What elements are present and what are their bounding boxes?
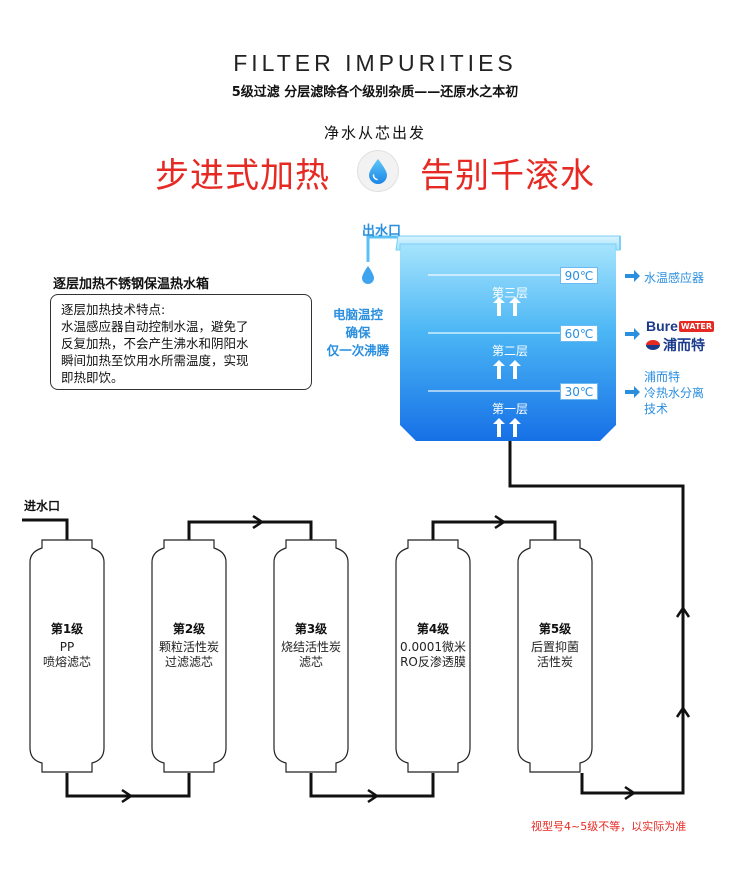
filter-stage-desc: 烧结活性炭 滤芯: [276, 640, 346, 670]
page-title: FILTER IMPURITIES: [233, 50, 517, 76]
desc-line: 喷熔滤芯: [42, 655, 91, 669]
up-arrows-layer-2: [493, 360, 521, 379]
arrow-right-icon: [367, 788, 380, 804]
arrow-right-icon: [252, 514, 265, 530]
headline-left: 步进式加热: [155, 156, 330, 196]
arrow-right-icon: [625, 270, 640, 282]
outlet-label: 出水口: [362, 224, 402, 239]
pipe-3-4: [309, 773, 435, 798]
control-line: 电脑温控: [332, 307, 383, 322]
control-line: 确保: [345, 325, 371, 340]
features-line: 水温感应器自动控制水温，避免了: [61, 319, 249, 334]
return-pipe: [508, 441, 685, 795]
brand-prefix: Bure: [646, 318, 678, 334]
arrow-right-icon: [625, 386, 640, 398]
arrow-right-icon: [121, 788, 134, 804]
inlet-pipe: [22, 518, 69, 540]
control-line: 仅一次沸腾: [326, 343, 390, 358]
desc-line: 烧结活性炭: [280, 640, 341, 654]
arrow-right-icon: [494, 514, 507, 530]
temp-badge-30: 30℃: [560, 383, 598, 400]
temp-badge-90: 90℃: [560, 267, 598, 284]
flag-icon: [646, 340, 660, 350]
pipe-2-3: [187, 520, 313, 540]
page-subtitle: 5级过滤 分层滤除各个级别杂质——还原水之本初: [231, 85, 519, 100]
footnote: 视型号4~5级不等，以实际为准: [531, 820, 687, 833]
filter-stage-number: 第4级: [416, 622, 450, 636]
layer-label-3: 第三层: [491, 286, 528, 300]
filter-stage-number: 第3级: [294, 622, 328, 636]
desc-line: PP: [59, 640, 75, 654]
filter-stage-number: 第5级: [538, 622, 572, 636]
filter-cartridge-2: [151, 539, 227, 773]
filter-stage-desc: 颗粒活性炭 过滤滤芯: [154, 640, 224, 670]
brand-cn: 浦而特: [663, 338, 705, 354]
brand-logo: Bure WATER 浦而特: [646, 318, 720, 355]
desc-line: 过滤滤芯: [164, 655, 213, 669]
features-box: 逐层加热技术特点: 水温感应器自动控制水温，避免了 反复加热，不会产生沸水和阴阳…: [50, 294, 312, 390]
outlet-pipe: [366, 235, 402, 262]
up-arrows-layer-1: [493, 418, 521, 437]
tech-line: 冷热水分离: [644, 386, 705, 400]
inlet-label: 进水口: [24, 499, 61, 513]
arrow-right-icon: [624, 785, 637, 801]
filter-cartridge-3: [273, 539, 349, 773]
pipe-1-2: [65, 773, 191, 798]
desc-line: 活性炭: [536, 655, 573, 669]
outlet-drop-icon: [362, 266, 374, 284]
tech-label: 浦而特 冷热水分离 技术: [644, 369, 704, 417]
headline-right: 告别千滚水: [420, 156, 595, 196]
features-line: 瞬间加热至饮用水所需温度，实现: [61, 353, 249, 368]
brand-badge: WATER: [678, 320, 715, 332]
arrow-right-icon: [625, 328, 640, 340]
layer-label-1: 第一层: [491, 402, 528, 416]
tech-line: 技术: [644, 402, 669, 416]
filter-stage-number: 第1级: [50, 622, 84, 636]
temp-badge-60: 60℃: [560, 325, 598, 342]
up-arrows-layer-3: [493, 297, 521, 316]
tagline: 净水从芯出发: [323, 124, 426, 142]
features-title: 逐层加热技术特点:: [61, 302, 166, 317]
sensor-label: 水温感应器: [644, 271, 705, 285]
desc-line: 滤芯: [298, 655, 323, 669]
desc-line: 颗粒活性炭: [158, 640, 219, 654]
filter-cartridge-5: [517, 539, 593, 773]
arrow-up-icon: [675, 705, 691, 718]
features-line: 反复加热，不会产生沸水和阴阳水: [61, 336, 249, 351]
filter-stage-desc: PP 喷熔滤芯: [32, 640, 102, 670]
heater-box-title: 逐层加热不锈钢保温热水箱: [53, 277, 210, 292]
temp-control-text: 电脑温控 确保 仅一次沸腾: [318, 306, 398, 360]
layer-label-2: 第二层: [491, 344, 528, 358]
filter-cartridge-1: [29, 539, 105, 773]
filter-stage-desc: 0.0001微米 RO反渗透膜: [396, 640, 470, 670]
desc-line: 0.0001微米: [400, 640, 466, 654]
tech-line: 浦而特: [644, 370, 681, 384]
desc-line: RO反渗透膜: [400, 655, 466, 669]
filter-stage-number: 第2级: [172, 622, 206, 636]
pipe-4-5: [431, 520, 557, 540]
features-line: 即热即饮。: [61, 370, 124, 385]
arrow-up-icon: [675, 605, 691, 618]
water-drop-icon: [357, 150, 399, 192]
filter-stage-desc: 后置抑菌 活性炭: [520, 640, 590, 670]
filter-cartridge-4: [395, 539, 471, 773]
desc-line: 后置抑菌: [530, 640, 579, 654]
